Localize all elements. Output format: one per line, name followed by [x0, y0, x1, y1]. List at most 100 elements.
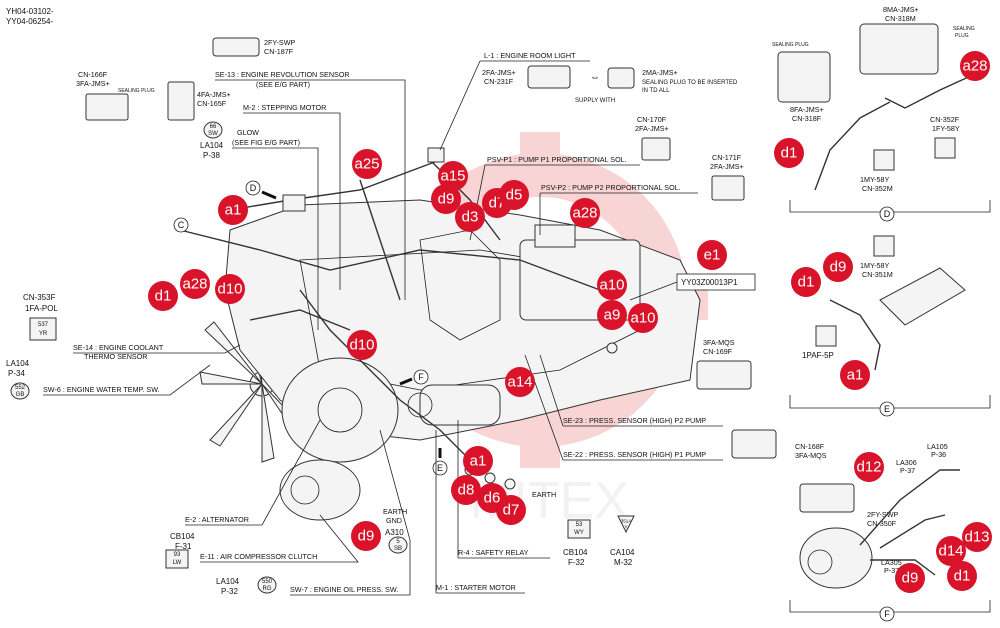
- marker-label: d9: [438, 191, 455, 208]
- view-marker-d: D: [245, 180, 277, 200]
- marker-dot: [351, 521, 381, 551]
- marker-d9c: d9: [823, 252, 853, 282]
- gnd-label: GND: [386, 516, 402, 525]
- cn166f-type: 3FA-JMS+: [76, 79, 110, 88]
- marker-label: d9: [902, 570, 919, 587]
- callout-alternator: E-2 : ALTERNATOR: [185, 515, 249, 524]
- callout-starter: M-1 : STARTER MOTOR: [436, 583, 516, 592]
- marker-dot: [496, 495, 526, 525]
- marker-dot: [148, 281, 178, 311]
- c1fy-type: 1FY-58Y: [932, 124, 960, 133]
- marker-dot: [505, 367, 535, 397]
- marker-a9: a9: [597, 300, 627, 330]
- marker-label: d12: [856, 459, 881, 476]
- marker-a14: a14: [505, 367, 535, 397]
- connector-cn171f: CN-171F 2FA-JMS+: [710, 153, 745, 201]
- marker-label: d3: [462, 209, 479, 226]
- connector-cn169f: 3FA-MQS CN-169F: [696, 338, 752, 390]
- cn231f-id: CN-231F: [484, 77, 514, 86]
- detail-view-f: F CN-168F 3FA-MQS LA105 P-36 LA306 P-37 …: [789, 442, 991, 622]
- sealing-r2: PLUG: [955, 33, 969, 39]
- c8ma-type: 8MA-JMS+: [883, 5, 919, 14]
- view-marker-e: E: [432, 448, 448, 476]
- marker-label: d1: [155, 288, 172, 305]
- marker-e1: e1: [697, 240, 727, 270]
- view-d-label: D: [250, 183, 257, 193]
- marker-label: a10: [599, 277, 624, 294]
- marker-dot: [499, 180, 529, 210]
- view-e-sec-label: E: [884, 404, 890, 414]
- marker-label: a14: [507, 374, 532, 391]
- box-552: 552: [15, 385, 26, 391]
- c2ma-type: 2MA-JMS+: [642, 68, 678, 77]
- cn-note-1: SEALING PLUG TO BE INSERTED: [642, 80, 738, 86]
- f32: F-32: [568, 558, 585, 567]
- box-sw: SW: [208, 131, 218, 137]
- marker-label: d1: [781, 145, 798, 162]
- callout-psv-p2: PSV-P2 : PUMP P2 PROPORTIONAL SOL.: [541, 183, 681, 192]
- marker-dot: [895, 563, 925, 593]
- marker-dot: [960, 51, 990, 81]
- ca104: CA104: [610, 548, 635, 557]
- marker-a25: a25: [352, 149, 382, 179]
- callout-stepping-motor: M-2 : STEPPING MOTOR: [243, 103, 326, 112]
- marker-d7b: d7: [496, 495, 526, 525]
- cn351m-id: CN-351M: [862, 270, 893, 279]
- callout-psv-p1: PSV-P1 : PUMP P1 PROPORTIONAL SOL.: [487, 155, 627, 164]
- la306: LA306: [896, 458, 917, 467]
- marker-a10: a10: [597, 270, 627, 300]
- cn353f-id: CN-353F: [23, 293, 56, 302]
- box-351a: 351A: [621, 519, 632, 524]
- connector-glow: 66 SW LA104 P-38: [200, 121, 224, 160]
- callout-see-eg-part: (SEE E/G PART): [256, 80, 310, 89]
- p34: P-34: [8, 369, 25, 378]
- callout-press-p1: SE-22 : PRESS. SENSOR (HIGH) P1 PUMP: [563, 450, 706, 459]
- box-5: 5: [396, 539, 400, 545]
- marker-d12: d12: [854, 452, 884, 482]
- cn318f-id: CN-318F: [792, 114, 822, 123]
- detail-view-d: D 8MA-JMS+ CN-318M SEALING PLUG SEALING …: [772, 5, 991, 222]
- cn352m-id: CN-352M: [862, 184, 893, 193]
- marker-d3: d3: [455, 202, 485, 232]
- view-f-sec-label: F: [884, 609, 890, 619]
- marker-a28: a28: [570, 198, 600, 228]
- marker-d5: d5: [499, 180, 529, 210]
- box-93: 93: [174, 552, 181, 558]
- marker-label: d7: [503, 502, 520, 519]
- cn171f-type: 2FA-JMS+: [710, 162, 744, 171]
- marker-label: a10: [630, 310, 655, 327]
- c1paf-type: 1PAF-5P: [802, 351, 834, 360]
- cn169f-type: 3FA-MQS: [703, 338, 735, 347]
- box-53: 53: [576, 522, 583, 528]
- cn187f-type: 2FY-SWP: [264, 38, 295, 47]
- marker-label: a28: [572, 205, 597, 222]
- p37-b: P-37: [884, 566, 899, 575]
- doc-id-1: YH04-03102-: [6, 7, 54, 16]
- c8fa-type: 8FA-JMS+: [790, 105, 824, 114]
- p38: P-38: [203, 151, 220, 160]
- marker-label: d5: [506, 187, 523, 204]
- cn-note-2: IN TD ALL: [642, 88, 670, 94]
- callout-see-fig-eg: (SEE FIG E/G PART): [232, 138, 300, 147]
- marker-d1c: d1: [791, 267, 821, 297]
- doc-id-2: YY04-06254-: [6, 17, 53, 26]
- sealing-r1: SEALING: [953, 26, 975, 32]
- callout-earth: EARTH: [532, 490, 556, 499]
- connector-la104-p34: LA104 P-34 552 GB: [6, 359, 30, 400]
- cb104-a: CB104: [170, 532, 195, 541]
- marker-label: a28: [182, 276, 207, 293]
- marker-d8: d8: [451, 475, 481, 505]
- callout-press-p2: SE-23 : PRESS. SENSOR (HIGH) P2 PUMP: [563, 416, 706, 425]
- cn231f-type: 2FA-JMS+: [482, 68, 516, 77]
- callout-coolant-2: THERMO SENSOR: [84, 352, 148, 361]
- cn170f-type: 2FA-JMS+: [635, 124, 669, 133]
- cn165f-id: CN-165F: [197, 99, 227, 108]
- p32: P-32: [221, 587, 238, 596]
- connector-cn231f: 2FA-JMS+ CN-231F ⇔ 2MA-JMS+ SEALING PLUG…: [482, 65, 738, 104]
- marker-d1b: d1: [774, 138, 804, 168]
- detail-view-e: E 1MY-58Y CN-351M 1PAF-5P: [789, 235, 991, 417]
- marker-a10b: a10: [628, 303, 658, 333]
- cn353f-type: 1FA-POL: [25, 304, 58, 313]
- engine-assembly: [179, 147, 701, 521]
